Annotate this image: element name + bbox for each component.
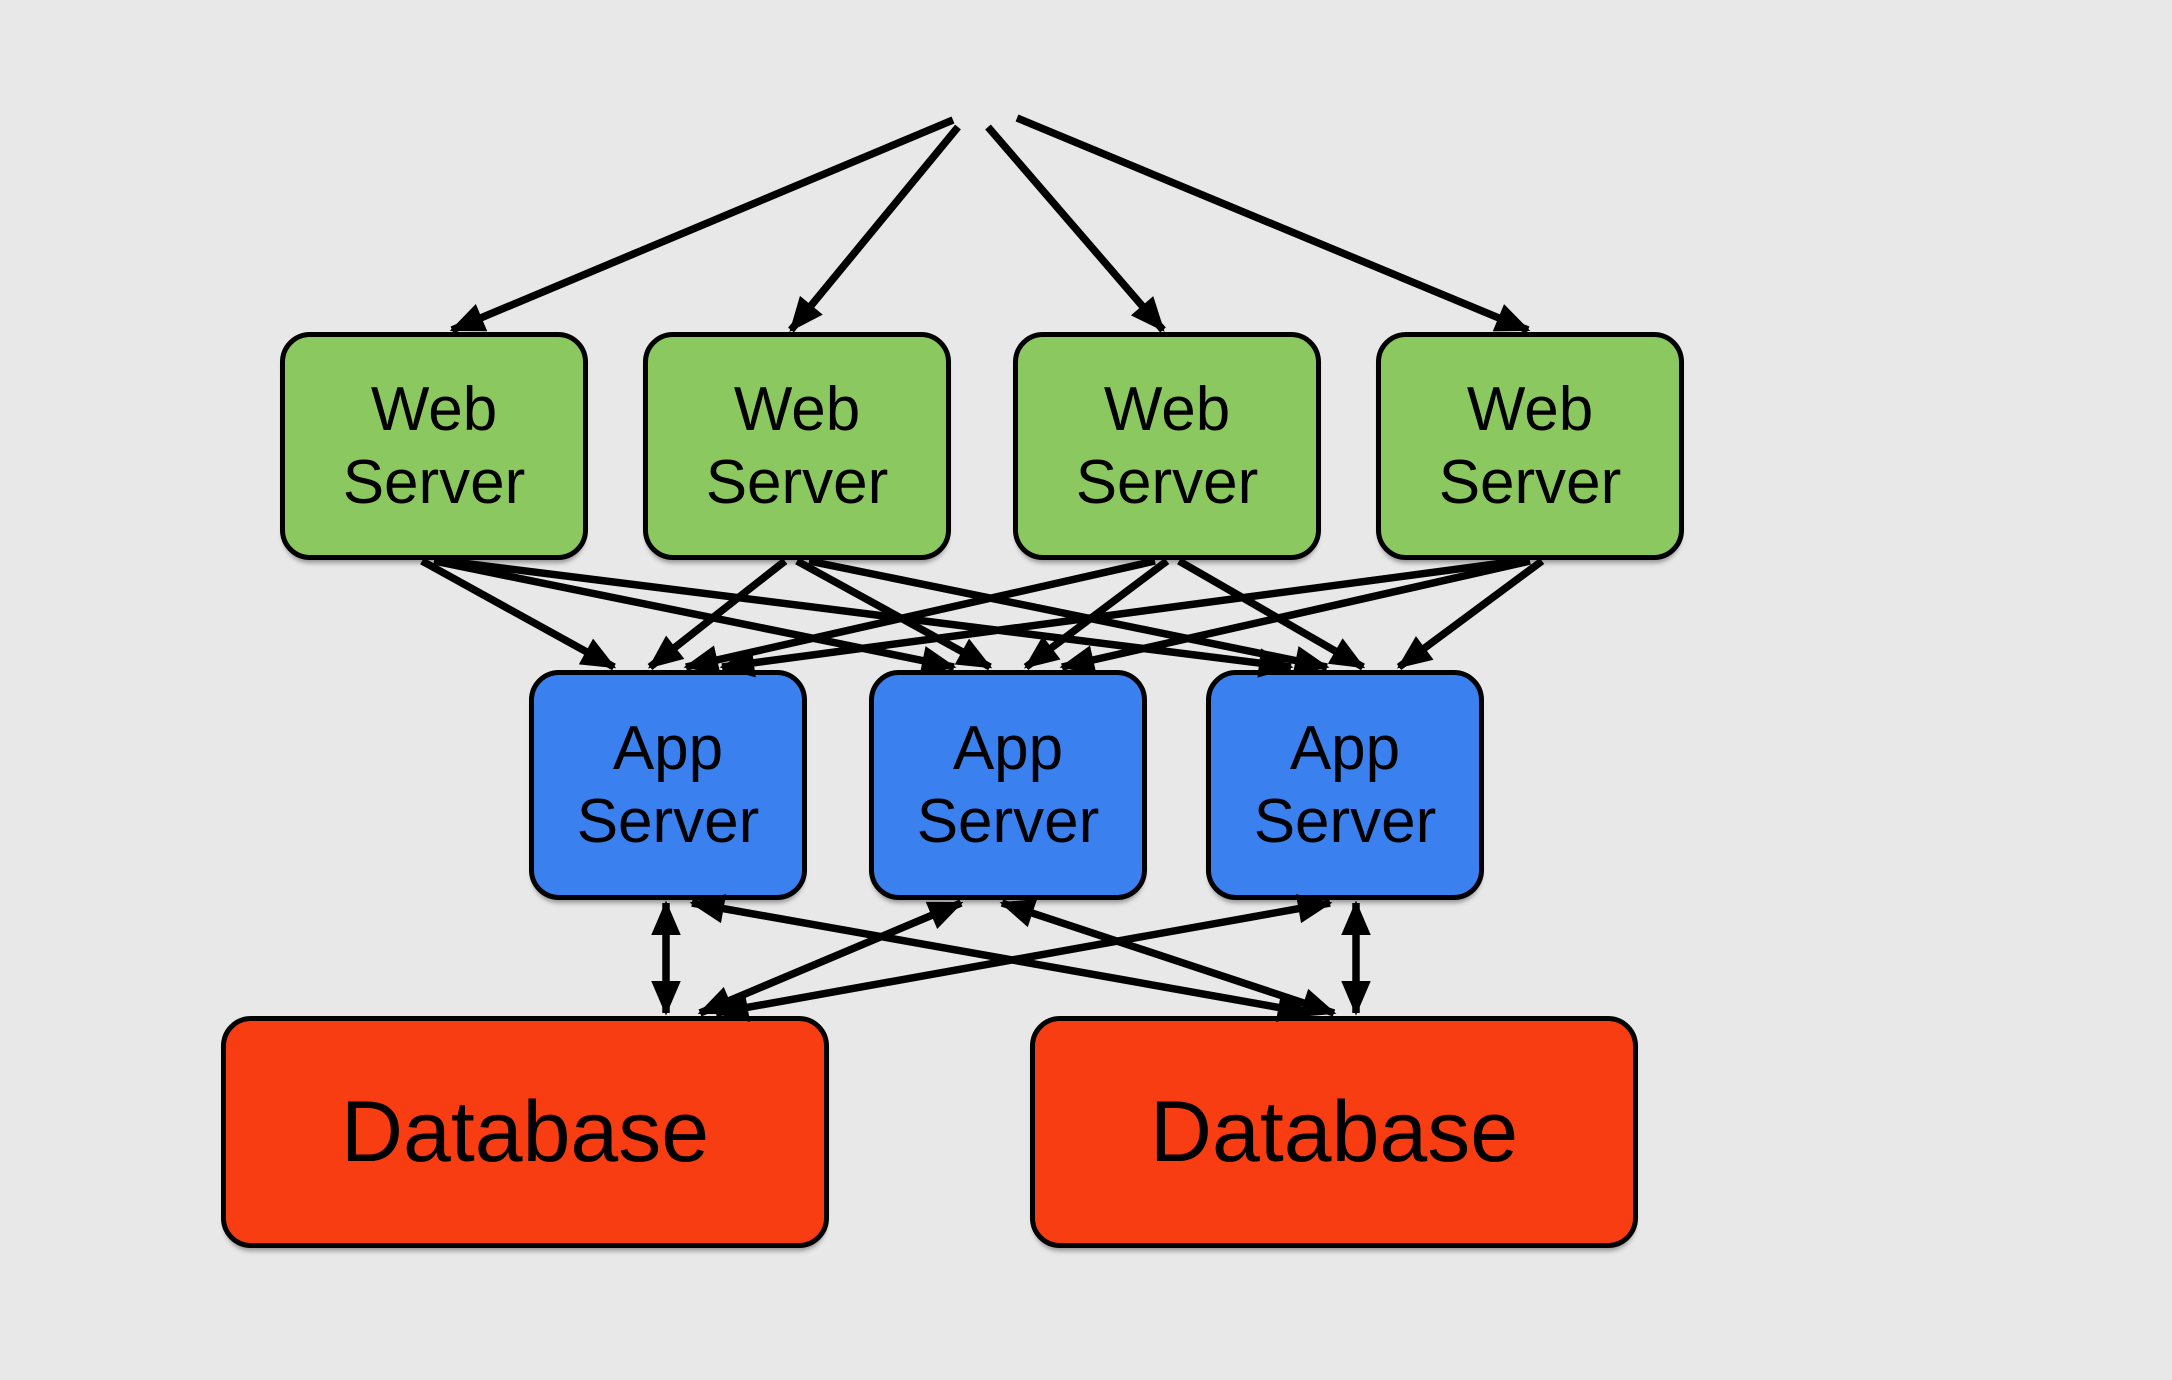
edge-web3-app3: [1177, 557, 1366, 671]
edge-apex-web3: [985, 124, 1166, 333]
node-app-server-1-label: App Server: [576, 713, 760, 856]
node-database-2-label: Database: [1149, 1083, 1519, 1180]
node-app-server-2-label: App Server: [916, 713, 1100, 856]
node-database-2: Database: [1030, 1016, 1638, 1248]
edge-web2-app1: [647, 558, 788, 670]
edge-web1-app2: [433, 557, 957, 676]
node-app-server-3: App Server: [1206, 670, 1484, 900]
edge-apex-web4: [1015, 114, 1531, 334]
node-web-server-2-label: Web Server: [705, 374, 889, 517]
node-database-1: Database: [221, 1016, 829, 1248]
edge-web1-app3: [445, 557, 1294, 678]
node-web-server-2: Web Server: [643, 332, 951, 560]
node-web-server-1-label: Web Server: [342, 374, 526, 517]
edge-web4-app3: [1396, 557, 1545, 671]
node-web-server-4: Web Server: [1376, 332, 1684, 560]
edge-web3-app1: [683, 557, 1156, 675]
edge-web4-app1: [719, 557, 1519, 678]
edge-web2-app3: [808, 557, 1330, 676]
edge-web3-app2: [1023, 558, 1170, 670]
node-web-server-3-label: Web Server: [1075, 374, 1259, 517]
edge-app3-db1: [713, 894, 1333, 1022]
edge-apex-web2: [788, 124, 961, 333]
edge-apex-web1: [449, 116, 955, 334]
node-app-server-2: App Server: [869, 670, 1147, 900]
node-app-server-1: App Server: [529, 670, 807, 900]
node-app-server-3-label: App Server: [1253, 713, 1437, 856]
node-database-1-label: Database: [340, 1083, 710, 1180]
edge-web2-app2: [795, 557, 993, 671]
edge-web1-app1: [420, 557, 617, 671]
edge-app2-db1: [697, 899, 964, 1017]
edge-app2-db2: [999, 899, 1337, 1017]
edge-app1-db2: [689, 894, 1313, 1022]
node-web-server-3: Web Server: [1013, 332, 1321, 560]
node-web-server-4-label: Web Server: [1438, 374, 1622, 517]
edge-web4-app2: [1059, 557, 1531, 675]
node-web-server-1: Web Server: [280, 332, 588, 560]
